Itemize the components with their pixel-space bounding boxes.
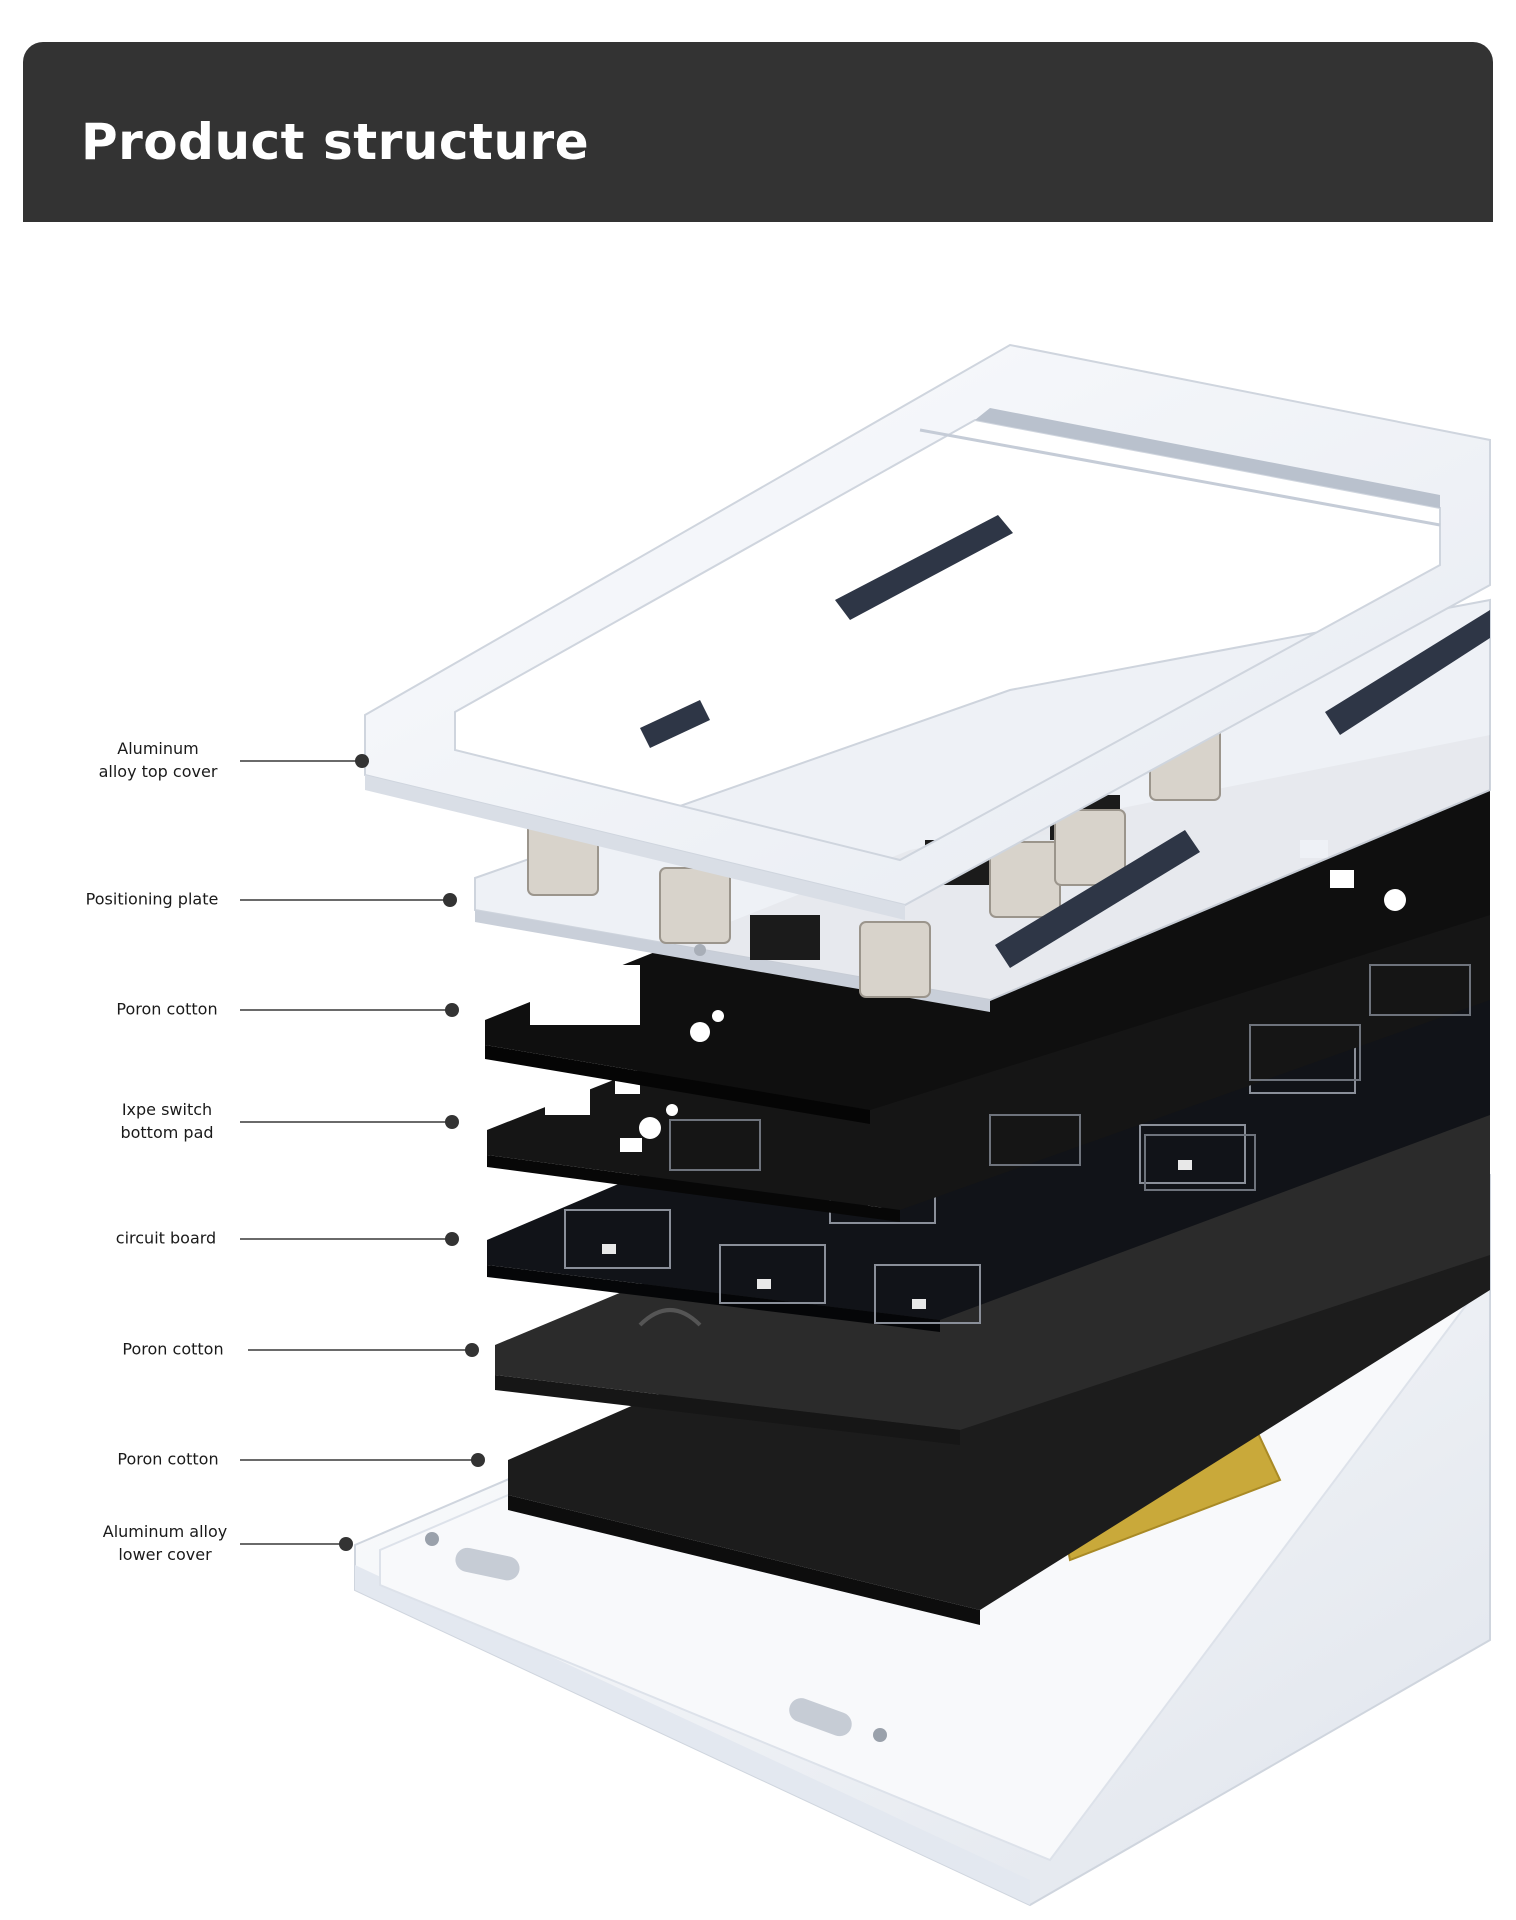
switch-icon xyxy=(1054,809,1126,886)
callout-label-poron-2: Poron cotton xyxy=(122,1339,224,1359)
callout-label-poron-3: Poron cotton xyxy=(117,1449,219,1469)
callout-label-top-cover: Aluminum alloy top cover xyxy=(98,739,218,781)
callout-label-plate: Positioning plate xyxy=(85,889,219,909)
callout-leader-bottom-cover xyxy=(240,1543,346,1545)
foot-slot-icon xyxy=(789,1698,852,1737)
callout-dot-ixpe xyxy=(445,1115,459,1129)
switch-icon xyxy=(659,867,731,944)
callout-label-pcb: circuit board xyxy=(115,1228,217,1248)
callout-label-ixpe: Ixpe switch bottom pad xyxy=(120,1100,214,1142)
page-title: Product structure xyxy=(81,113,590,171)
callout-dot-poron-2 xyxy=(465,1343,479,1357)
header-banner: Product structure xyxy=(23,42,1493,222)
callout-leader-top-cover xyxy=(240,760,362,762)
callout-dot-poron-3 xyxy=(471,1453,485,1467)
callout-dot-poron-1 xyxy=(445,1003,459,1017)
callout-leader-poron-1 xyxy=(240,1009,452,1011)
callout-dot-bottom-cover xyxy=(339,1537,353,1551)
aluminum-top-cover xyxy=(364,343,1491,920)
callout-leader-pcb xyxy=(240,1238,452,1240)
callout-dot-top-cover xyxy=(355,754,369,768)
callout-label-bottom-cover: Aluminum alloy lower cover xyxy=(102,1522,228,1564)
switches xyxy=(527,724,1221,998)
foot-slot-icon xyxy=(455,1547,520,1581)
gasket-strips xyxy=(640,515,1490,968)
callout-leader-poron-2 xyxy=(248,1349,472,1351)
callout-label-poron-1: Poron cotton xyxy=(116,999,218,1019)
callout-dot-pcb xyxy=(445,1232,459,1246)
callout-leader-ixpe xyxy=(240,1121,452,1123)
callout-leader-plate xyxy=(240,899,450,901)
switch-icon xyxy=(859,921,931,998)
callout-dot-plate xyxy=(443,893,457,907)
callout-leader-poron-3 xyxy=(240,1459,478,1461)
